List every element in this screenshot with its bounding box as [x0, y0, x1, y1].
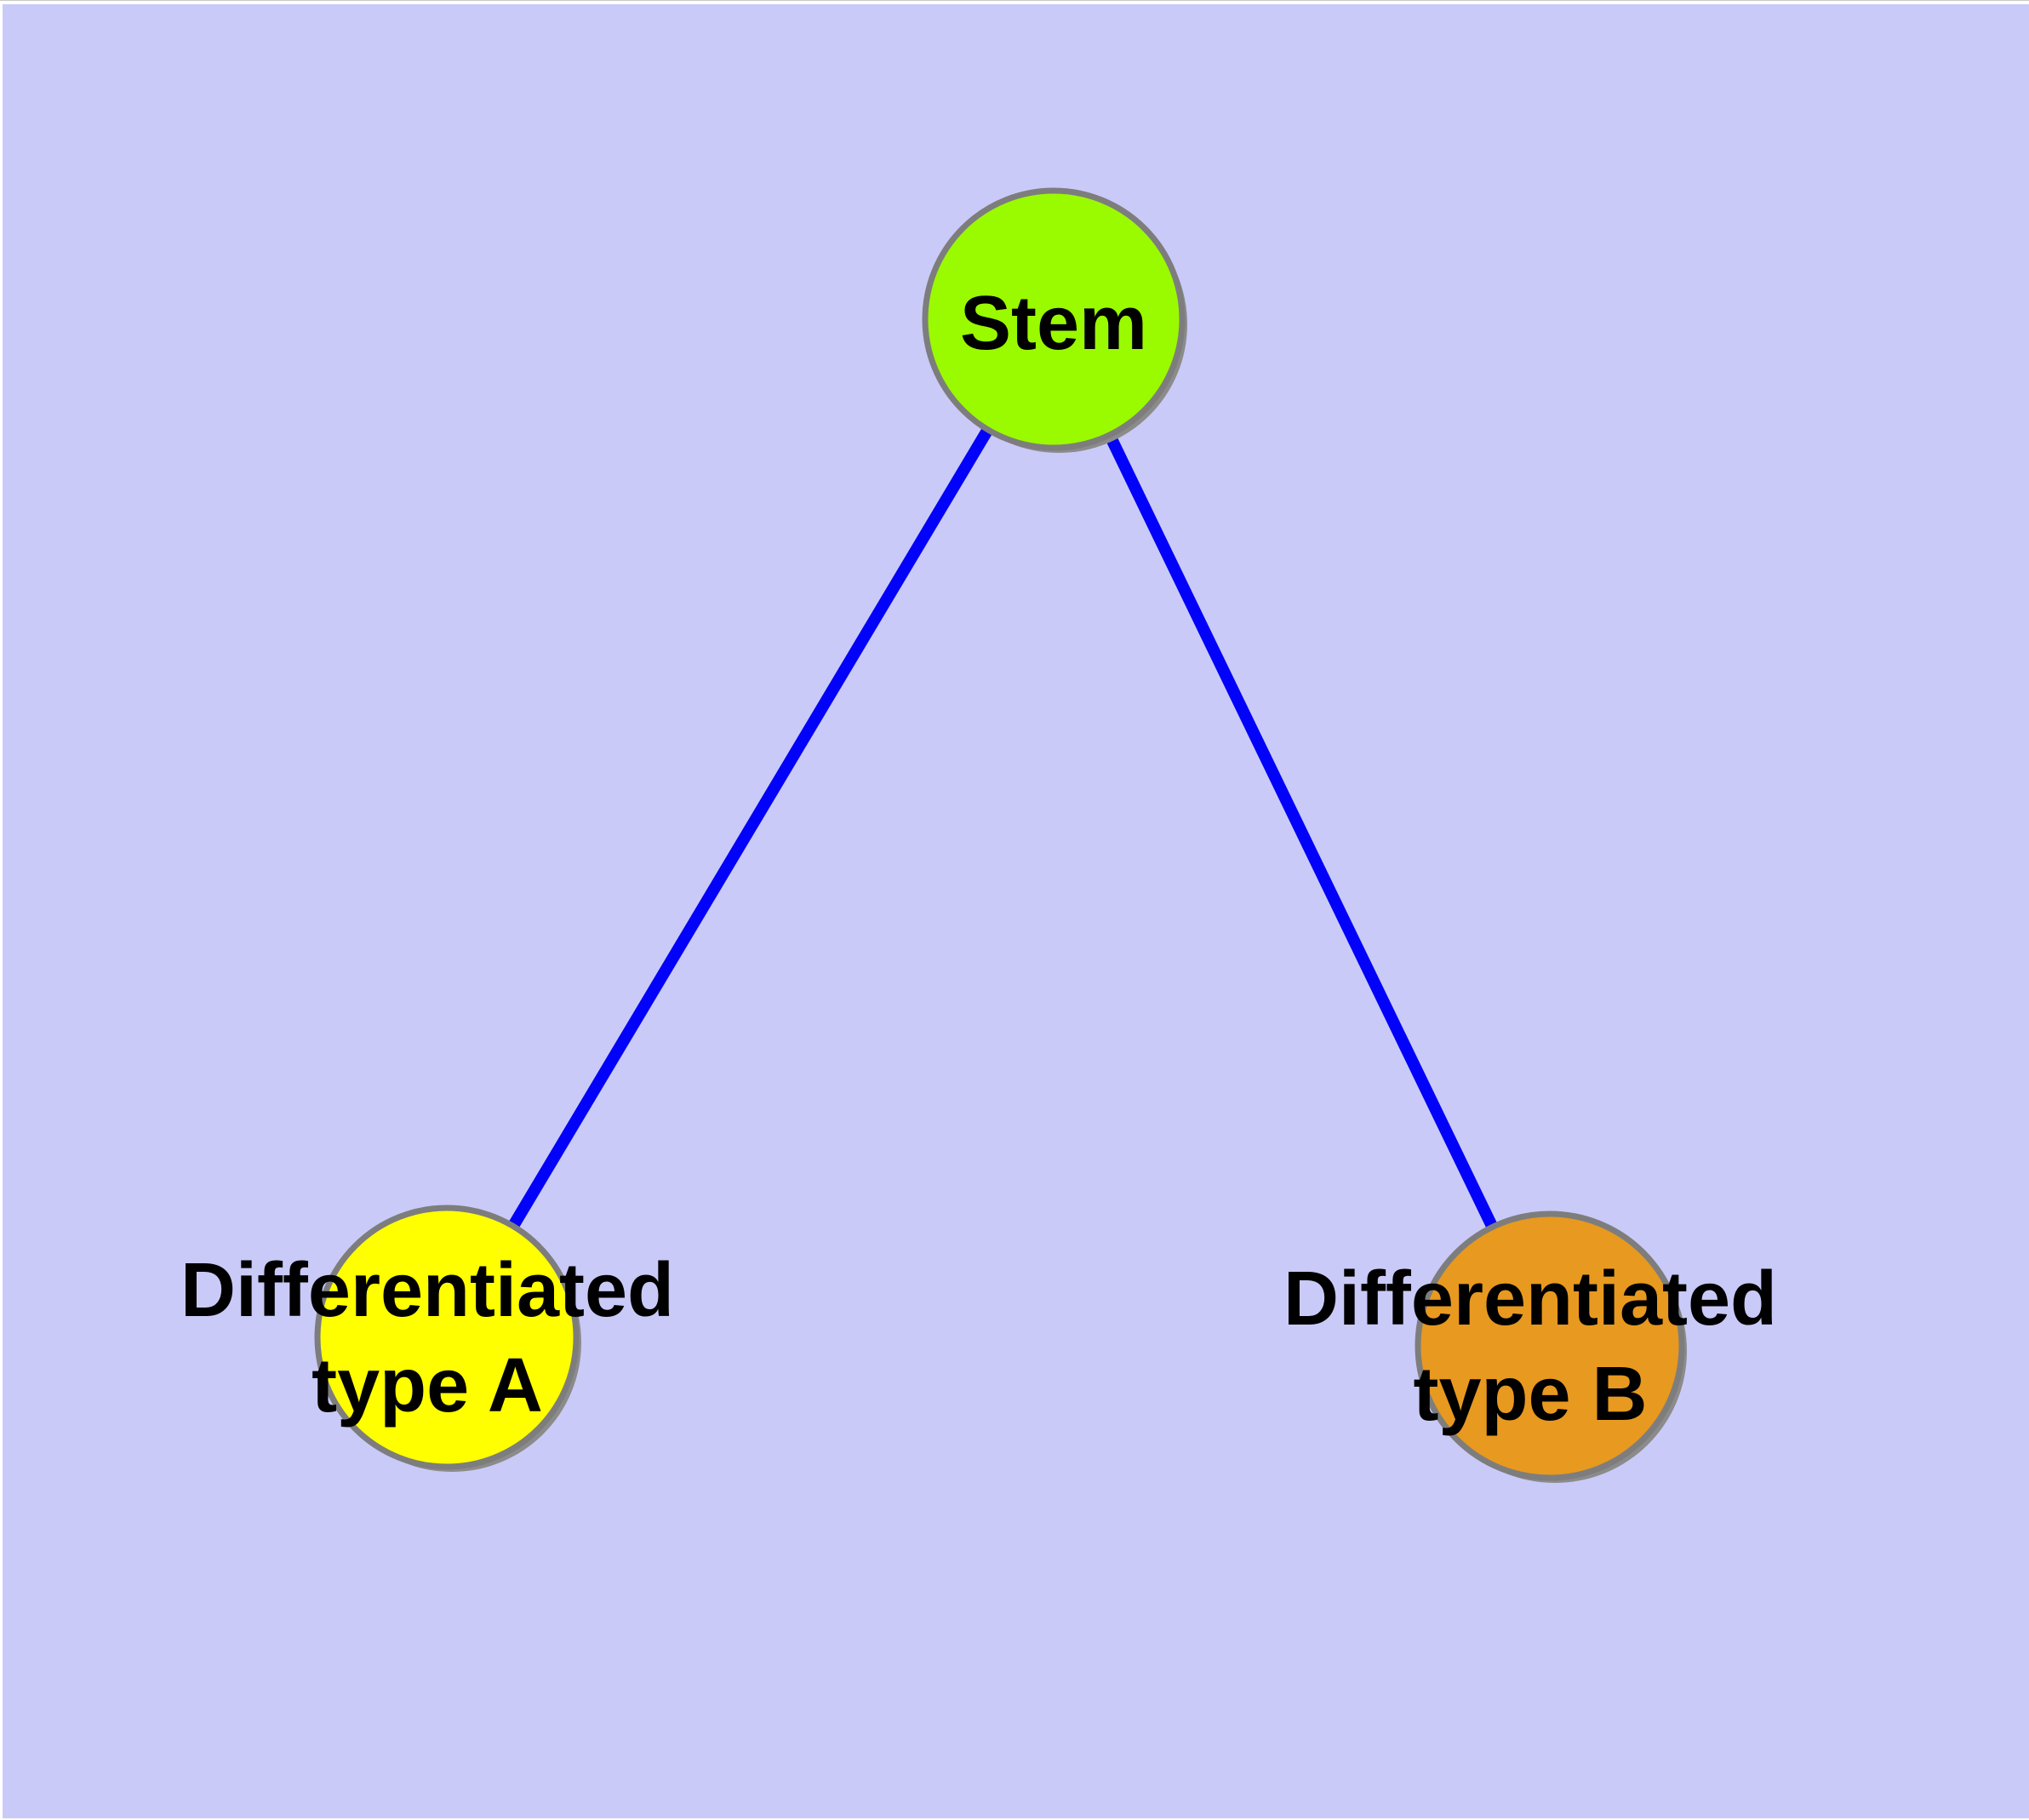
- node-type-b-label-line2: type B: [1413, 1352, 1647, 1437]
- node-differentiated-type-b: Differentiated type B: [1283, 1210, 1777, 1483]
- node-stem-circle: [922, 187, 1186, 451]
- edge-stem-to-type-a: [441, 316, 1060, 1341]
- node-type-a-label-line2: type A: [311, 1343, 543, 1428]
- edge-stem-to-type-b: [1048, 316, 1556, 1349]
- edge-group: [441, 316, 1556, 1349]
- node-stem-label: Stem: [960, 281, 1147, 366]
- node-type-b-label-line1: Differentiated: [1283, 1256, 1777, 1342]
- node-differentiated-type-a: Differentiated type A: [180, 1205, 674, 1472]
- node-type-b-circle: [1415, 1210, 1685, 1481]
- node-stem: Stem: [922, 187, 1187, 453]
- node-type-a-circle: [314, 1205, 580, 1470]
- node-type-a-label-line1: Differentiated: [180, 1248, 674, 1333]
